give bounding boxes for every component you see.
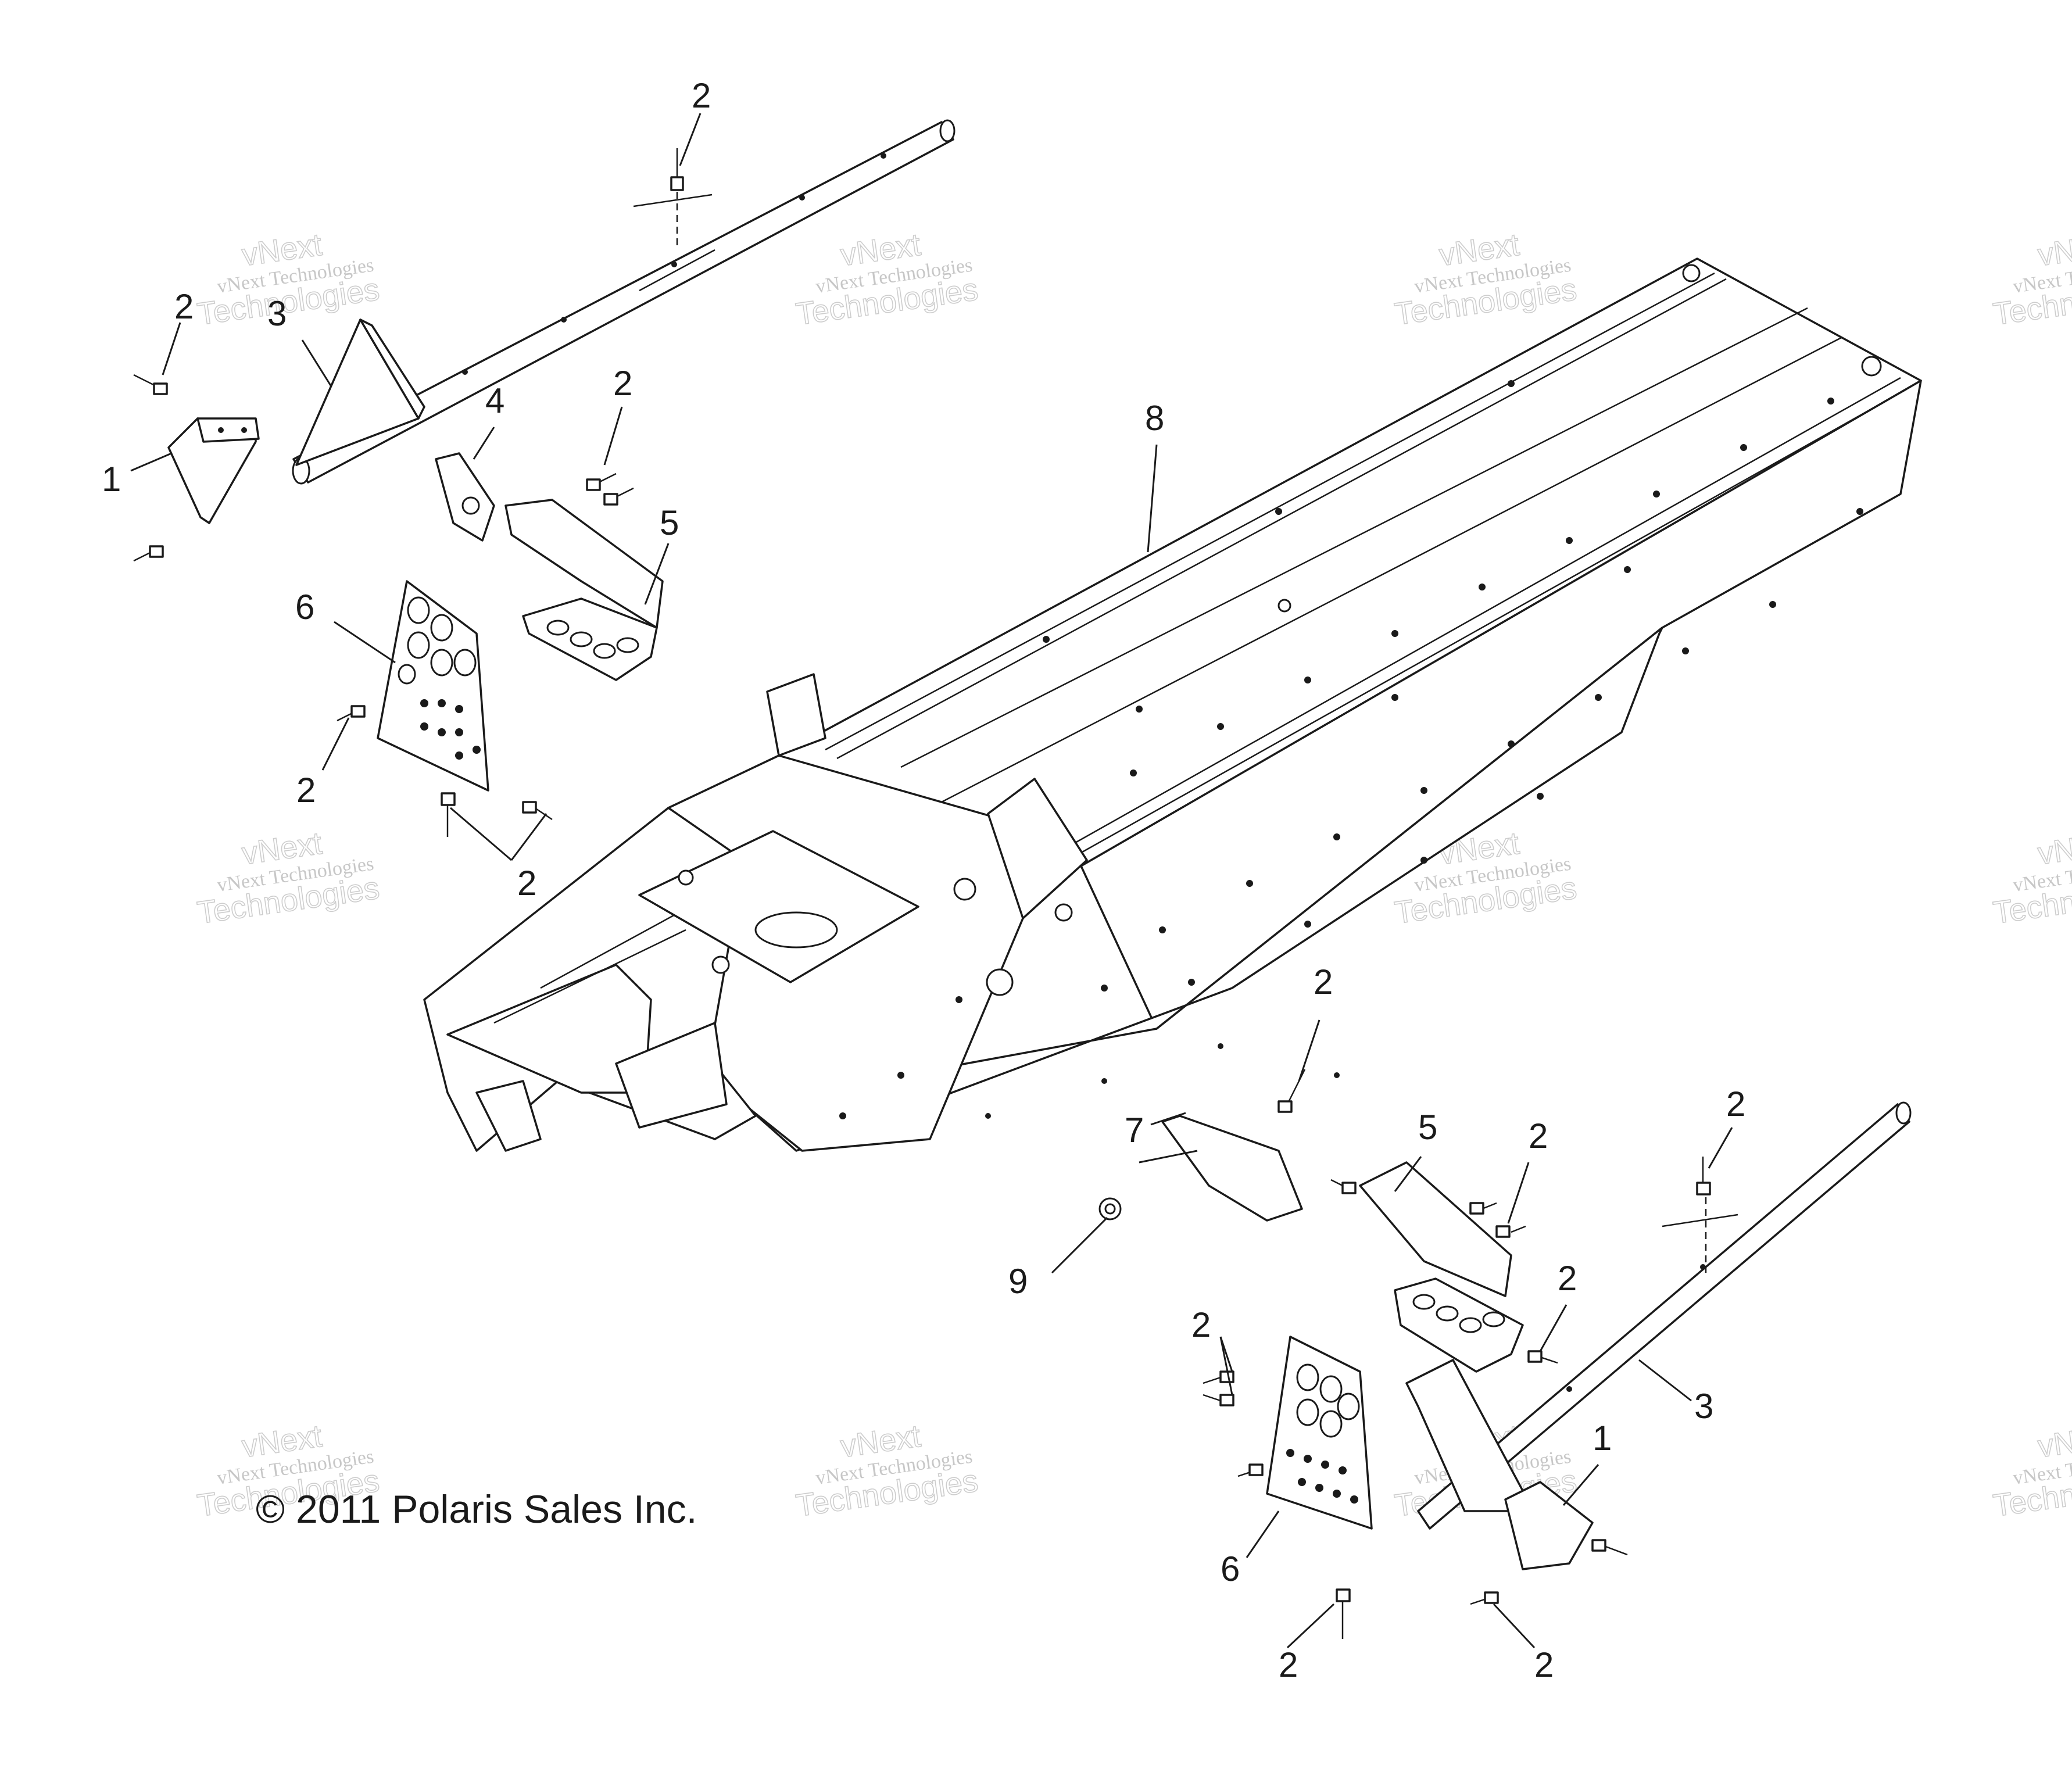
callout-1: 1 (1593, 1419, 1612, 1458)
callout-2: 2 (1534, 1645, 1554, 1684)
tunnel-chassis (423, 257, 1922, 1152)
watermark: vNext vNext Technologies Technologies (1991, 1418, 2072, 1524)
callout-2: 2 (517, 864, 536, 903)
rivet-icon (586, 473, 617, 491)
callout-3: 3 (267, 294, 287, 333)
watermark: vNext vNext Technologies Technologies (793, 1418, 980, 1524)
rivet-icon (133, 374, 168, 395)
rivet-icon (522, 801, 553, 821)
tunnel-rivets (839, 380, 1863, 1119)
left-bracket (167, 417, 260, 524)
callout-2: 2 (1726, 1085, 1745, 1123)
callout-2: 2 (1558, 1259, 1577, 1298)
callout-2: 2 (1191, 1305, 1211, 1344)
rivet-icon (1696, 1157, 1711, 1196)
svg-text:vNext: vNext (2035, 227, 2072, 273)
callout-8: 8 (1145, 399, 1164, 438)
rivet-icon (337, 705, 366, 722)
watermark: vNext vNext Technologies Technologies (195, 825, 382, 931)
callout-2: 2 (1279, 1645, 1298, 1684)
deflector (1161, 1115, 1303, 1222)
grommet (1098, 1197, 1122, 1221)
right-footplate (1266, 1336, 1373, 1530)
callout-6: 6 (1221, 1549, 1240, 1588)
callout-1: 1 (102, 460, 121, 499)
callout-2: 2 (692, 76, 711, 115)
callout-2: 2 (296, 771, 316, 810)
watermark: vNext vNext Technologies Technologies (1991, 825, 2072, 931)
rivet-icon (1330, 1179, 1357, 1194)
svg-text:vNext: vNext (2035, 1419, 2072, 1465)
callout-2: 2 (1529, 1116, 1548, 1155)
rivet-icon (133, 545, 164, 562)
callout-4: 4 (485, 381, 504, 420)
copyright-notice: © 2011 Polaris Sales Inc. (256, 1487, 697, 1531)
watermark: vNext vNext Technologies Technologies (1392, 227, 1579, 332)
left-footplate (377, 580, 489, 792)
rivet-icon (1527, 1350, 1558, 1364)
watermark: vNext vNext Technologies Technologies (1991, 227, 2072, 332)
callout-2: 2 (1314, 962, 1333, 1001)
rivet-icon (441, 792, 456, 837)
left-grab-rail (292, 119, 956, 485)
rivet-icon (1336, 1588, 1351, 1639)
callout-3: 3 (1694, 1387, 1713, 1426)
callout-2: 2 (613, 364, 632, 403)
rivet-icon (1469, 1202, 1497, 1215)
rivet-icon (1237, 1463, 1264, 1477)
callout-6: 6 (295, 588, 314, 627)
callout-5: 5 (660, 503, 679, 542)
right-grab-rail (1417, 1101, 1912, 1530)
callout-labels: 2 2 3 1 4 2 5 8 6 2 2 2 7 5 2 2 9 2 2 3 … (102, 76, 1745, 1684)
rivet-icon (1591, 1539, 1628, 1556)
callout-5: 5 (1418, 1108, 1437, 1147)
rivet-icon (603, 487, 634, 506)
left-plate (435, 452, 495, 542)
svg-text:vNext: vNext (2035, 826, 2072, 872)
leader-lines (130, 113, 1733, 1649)
right-footrest (1359, 1161, 1524, 1373)
callout-2: 2 (174, 287, 194, 326)
watermark: vNext vNext Technologies Technologies (793, 227, 980, 332)
rivet-icon (1470, 1591, 1499, 1605)
rivet-icon (1495, 1225, 1526, 1238)
rivet-icon (670, 148, 684, 191)
right-bracket (1405, 1359, 1594, 1570)
left-footrest (504, 499, 664, 681)
callout-9: 9 (1008, 1262, 1028, 1301)
callout-7: 7 (1125, 1111, 1144, 1150)
rivet-icon (1203, 1394, 1234, 1406)
rivet-icon (1277, 1069, 1306, 1113)
